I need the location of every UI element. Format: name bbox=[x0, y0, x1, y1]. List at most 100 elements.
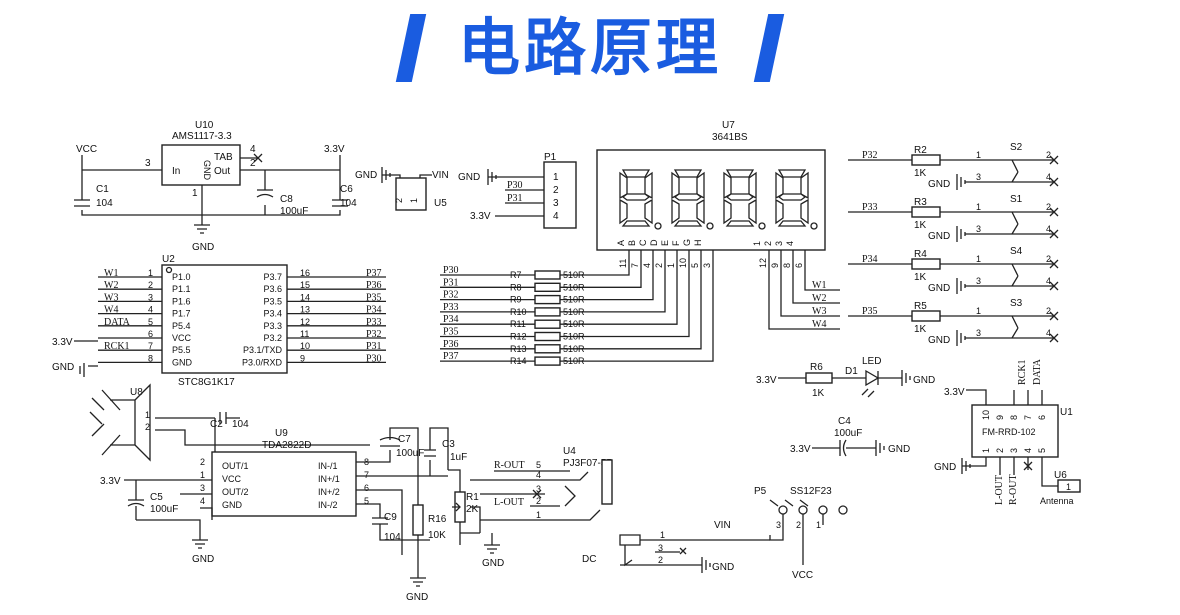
u7-seg-label: C bbox=[638, 239, 648, 246]
u7-pin-num: 8 bbox=[782, 263, 792, 268]
u2-pin-num: 15 bbox=[300, 280, 310, 290]
u7-pin-num: 7 bbox=[630, 263, 640, 268]
u4-pin3: 3 bbox=[536, 484, 541, 494]
rarray-val: 510R bbox=[563, 282, 585, 292]
c3-val: 1uF bbox=[450, 452, 467, 463]
u2-pin-num: 8 bbox=[148, 353, 153, 363]
u5-p1: 1 bbox=[409, 198, 419, 203]
c2-ref: C2 bbox=[210, 419, 223, 430]
c8-ref: C8 bbox=[280, 194, 293, 205]
gnd-label-u5: GND bbox=[355, 170, 377, 181]
u4-rout: R-OUT bbox=[494, 460, 525, 471]
u2-pin-num: 5 bbox=[148, 317, 153, 327]
r16-ref: R16 bbox=[428, 514, 447, 525]
u2-pin-name: P3.0/RXD bbox=[242, 357, 283, 367]
u2-net-label: P30 bbox=[366, 353, 382, 364]
rarray-val: 510R bbox=[563, 344, 585, 354]
u2-pin-num: 1 bbox=[148, 268, 153, 278]
u7-digit-net: W4 bbox=[812, 319, 826, 330]
u2-pin-name: P3.7 bbox=[263, 272, 282, 282]
u9-pin-name: OUT/1 bbox=[222, 461, 249, 471]
p1-header: P1 1 2 3 4 GND P30 P31 3.3V bbox=[458, 152, 577, 229]
u4-ref: U4 bbox=[563, 446, 576, 457]
led-circuit: 3.3V R6 1K D1 LED GND bbox=[756, 356, 935, 399]
u2-part: STC8G1K17 bbox=[178, 377, 235, 388]
button-r-val: 1K bbox=[914, 324, 927, 335]
rarray-net: P35 bbox=[443, 327, 459, 338]
c5-val: 100uF bbox=[150, 504, 178, 515]
u2-pin-name: P3.5 bbox=[263, 296, 282, 306]
u2-pin-name: P5.4 bbox=[172, 321, 191, 331]
rarray-net: P33 bbox=[443, 302, 459, 313]
button-pin: 3 bbox=[976, 224, 981, 234]
u10-body bbox=[161, 144, 241, 186]
u2-net-label: P31 bbox=[366, 341, 382, 352]
u1-rout: R-OUT bbox=[1008, 474, 1019, 505]
u7-pin-num: 10 bbox=[678, 258, 688, 268]
u1-lout: L-OUT bbox=[994, 475, 1005, 505]
gnd-label-led: GND bbox=[913, 375, 935, 386]
u1-ref: U1 bbox=[1060, 407, 1073, 418]
gnd-label-u1: GND bbox=[934, 462, 956, 473]
u7-pin-num: 5 bbox=[690, 263, 700, 268]
vcc-label-p5: VCC bbox=[792, 570, 813, 581]
u2-pin-num: 9 bbox=[300, 353, 305, 363]
v33-label-u1: 3.3V bbox=[944, 387, 965, 398]
d1-ref: D1 bbox=[845, 366, 858, 377]
u9-pin-name: IN-/2 bbox=[318, 500, 338, 510]
r1-val: 2K bbox=[466, 504, 479, 515]
u2-pin-name: VCC bbox=[172, 333, 192, 343]
u2-net-label: P34 bbox=[366, 305, 382, 316]
rarray-ref: R9 bbox=[510, 295, 522, 305]
rarray-net: P30 bbox=[443, 265, 459, 276]
u4-jack: U4 PJ3F07-5P R-OUT L-OUT 5 4 3 2 1 bbox=[470, 446, 613, 521]
u2-pin-name: GND bbox=[172, 357, 193, 367]
u9-pin-num: 1 bbox=[200, 470, 205, 480]
u1-rck: RCK1 bbox=[1017, 359, 1028, 385]
c4-val: 100uF bbox=[834, 428, 862, 439]
r1-ref: R1 bbox=[466, 492, 479, 503]
u4-pin1: 1 bbox=[536, 510, 541, 520]
u7-pin-num: 2 bbox=[654, 263, 664, 268]
u10-p4: 4 bbox=[250, 144, 256, 155]
u7-seg-label: B bbox=[627, 240, 637, 246]
u1-pin-num: 1 bbox=[981, 448, 991, 453]
c1-val: 104 bbox=[96, 198, 113, 209]
u2-pin-name: P1.6 bbox=[172, 296, 191, 306]
u1-pin-num: 9 bbox=[995, 415, 1005, 420]
rarray-net: P36 bbox=[443, 339, 459, 350]
u9-pin-num: 4 bbox=[200, 496, 205, 506]
digit-4 bbox=[775, 169, 818, 230]
u9-pin-num: 3 bbox=[200, 483, 205, 493]
u4-pin2: 2 bbox=[536, 496, 541, 506]
button-pin: 1 bbox=[976, 254, 981, 264]
u4-pin4: 4 bbox=[536, 470, 541, 480]
u2-pin-name: P3.3 bbox=[263, 321, 282, 331]
r16-val: 10K bbox=[428, 530, 446, 541]
u7-pin-num: 3 bbox=[702, 263, 712, 268]
gnd-label-u2: GND bbox=[52, 362, 74, 373]
button-r-val: 1K bbox=[914, 272, 927, 283]
button-net: P34 bbox=[862, 254, 878, 265]
u10-p1: 1 bbox=[192, 188, 198, 199]
rarray-val: 510R bbox=[563, 270, 585, 280]
u10-pin-out: Out bbox=[214, 166, 230, 177]
rarray-val: 510R bbox=[563, 307, 585, 317]
u2-net-label: P32 bbox=[366, 329, 382, 340]
button-net: P32 bbox=[862, 150, 878, 161]
c3-ref: C3 bbox=[442, 439, 455, 450]
p1-pin1: 1 bbox=[553, 172, 559, 183]
u2-pin-num: 14 bbox=[300, 292, 310, 302]
u2-net-label: P33 bbox=[366, 317, 382, 328]
c8-val: 100uF bbox=[280, 206, 308, 217]
u2-pin-num: 13 bbox=[300, 305, 310, 315]
button-r-val: 1K bbox=[914, 168, 927, 179]
u9-pin-name: GND bbox=[222, 500, 243, 510]
u9-body bbox=[211, 451, 357, 517]
u9-pin-name: IN-/1 bbox=[318, 461, 338, 471]
u7-seg-label: D bbox=[649, 239, 659, 246]
